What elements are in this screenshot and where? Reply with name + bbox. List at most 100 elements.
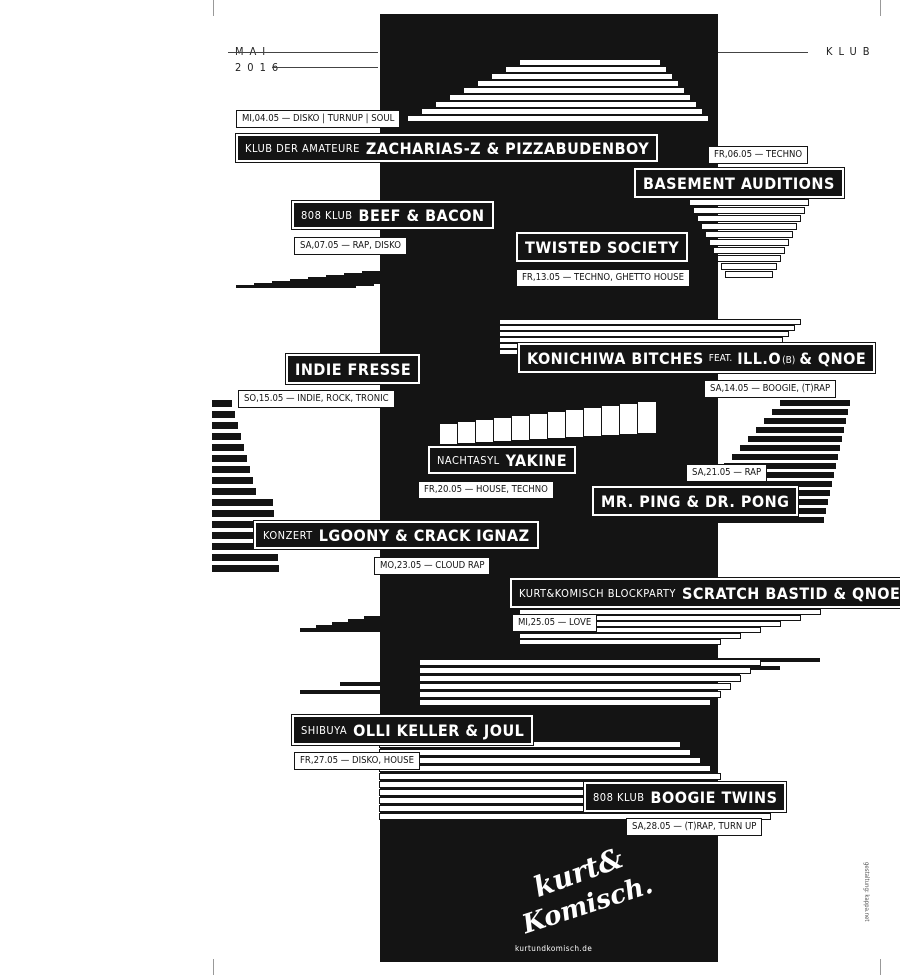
stripe-bar (212, 521, 275, 528)
stripe-bar (380, 282, 490, 287)
stripe-bar (316, 625, 536, 629)
stripe-bar (212, 488, 256, 495)
stripe-bar (379, 797, 751, 804)
stripe-bar (435, 101, 697, 108)
event-prefix: NACHTASYL (437, 453, 500, 467)
stripe-bar (419, 667, 751, 674)
event-title: INDIE FRESSE (295, 359, 412, 379)
stripe-bar (499, 331, 789, 337)
event-info: FR,13.05 — TECHNO, GHETTO HOUSE (516, 269, 690, 287)
stripe-bar (439, 423, 459, 445)
stripe-bar (519, 609, 821, 615)
event-prefix: KURT&KOMISCH BLOCKPARTY (519, 586, 676, 600)
stripe-bar (519, 621, 781, 627)
stripe-bar (379, 805, 761, 812)
event-info: FR,06.05 — TECHNO (708, 146, 809, 164)
stripe-bar (212, 565, 279, 572)
stripe-bar (380, 303, 460, 308)
event-info: FR,27.05 — DISKO, HOUSE (294, 752, 421, 770)
event-info: FR,20.05 — HOUSE, TECHNO (418, 481, 554, 499)
event-prefix: 808 KLUB (593, 790, 645, 804)
stripe-bar (705, 231, 793, 238)
event-title: BOOGIE TWINS (650, 787, 778, 807)
stripe-bar (344, 273, 464, 276)
event-prefix: SHIBUYA (301, 723, 348, 737)
stripe-bar (740, 445, 840, 451)
stripe-bar (212, 466, 250, 473)
stripe-bar (362, 271, 482, 274)
stripe-bar (547, 411, 567, 439)
stripe-bar (380, 317, 440, 322)
stripe-bar (475, 419, 495, 443)
stripe-bar (407, 115, 709, 122)
stripe-bar (380, 613, 600, 617)
header-rule-left-2 (272, 67, 378, 68)
stripe-bar (748, 436, 842, 442)
stripe-bar (463, 87, 685, 94)
crop-mark (213, 0, 214, 16)
event-prefix: 808 KLUB (301, 208, 353, 222)
stripe-bar (499, 319, 801, 325)
event-label: INDIE FRESSE (284, 353, 422, 385)
stripe-bar (519, 59, 661, 66)
stripe-bar (419, 699, 711, 706)
event-title: YAKINE (505, 450, 568, 470)
stripe-bar (724, 463, 836, 469)
stripe-bar (637, 401, 657, 434)
stripe-bar (396, 610, 616, 614)
event-label: NACHTASYL YAKINE (426, 445, 578, 475)
brand-logo: kurt& Komisch. (512, 841, 657, 942)
website-text: kurtundkomisch.de (515, 944, 593, 953)
stripe-bar (477, 80, 679, 87)
stripe-bar (499, 325, 795, 331)
stripe-bar (212, 444, 244, 451)
event-info: SO,15.05 — INDIE, ROCK, TRONIC (238, 390, 395, 408)
event-info: SA,07.05 — RAP, DISKO (294, 237, 407, 255)
stripe-bar (212, 532, 276, 539)
event-prefix: KONZERT (263, 528, 313, 542)
header-year: 2016 (235, 61, 285, 74)
event-title-guest-2: & QNOE (799, 348, 867, 368)
stripe-bar (419, 691, 721, 698)
stripe-bar (379, 781, 731, 788)
stripe-bar (290, 279, 410, 282)
stripe-bar (212, 400, 232, 407)
stripe-bar (300, 628, 520, 632)
event-title: BASEMENT AUDITIONS (643, 173, 835, 193)
stripe-bar (212, 510, 274, 517)
stripe-bar (716, 472, 834, 478)
stripe-bar (212, 477, 253, 484)
event-label: KLUB DER AMATEURE ZACHARIAS-Z & PIZZABUD… (234, 133, 660, 163)
event-info: SA,28.05 — (T)RAP, TURN UP (626, 818, 763, 836)
event-label: 808 KLUB BEEF & BACON (291, 200, 495, 230)
stripe-bar (412, 607, 632, 611)
stripe-bar (449, 94, 691, 101)
stripe-bar (519, 639, 721, 645)
header-rule-left (228, 52, 378, 53)
stripe-bar (529, 413, 549, 440)
stripe-bar (380, 296, 470, 301)
stripe-bar (212, 543, 277, 550)
stripe-bar (697, 215, 801, 222)
stripe-bar (519, 627, 761, 633)
event-title-guest: ILL.O (737, 348, 782, 368)
crop-mark (880, 0, 881, 16)
event-label: 808 KLUB BOOGIE TWINS (582, 781, 788, 813)
header-venue: KLUB (826, 45, 876, 58)
stripe-bar (713, 247, 785, 254)
event-info: MI,25.05 — LOVE (512, 614, 598, 632)
event-title: MR. PING & DR. PONG (601, 491, 790, 511)
stripe-bar (419, 683, 731, 690)
event-title: TWISTED SOCIETY (525, 237, 680, 257)
stripe-bar (379, 813, 771, 820)
stripe-bar (519, 615, 801, 621)
stripe-bar (493, 417, 513, 442)
stripe-bar (380, 289, 480, 294)
stripe-bar (583, 407, 603, 437)
stripe-bar (709, 239, 789, 246)
stripe-bar (326, 275, 446, 278)
stripe-bar (364, 616, 584, 620)
stripe-bar (379, 749, 691, 756)
stripe-bar (272, 281, 392, 284)
event-title: KONICHIWA BITCHES (527, 348, 704, 368)
